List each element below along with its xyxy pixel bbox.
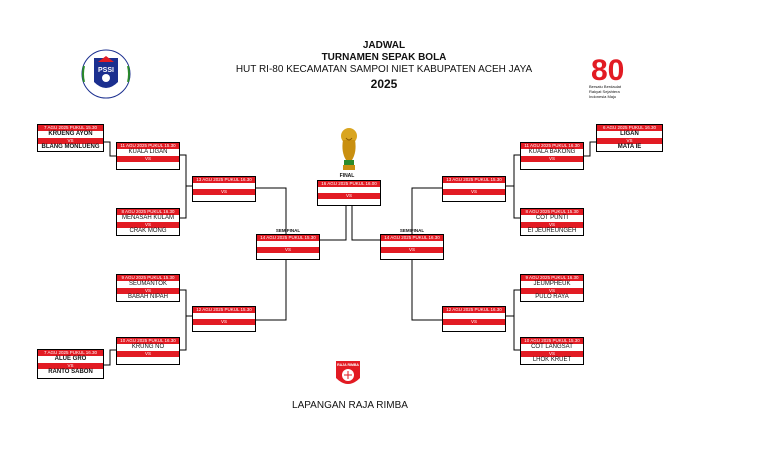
match-date: 8 AGU 2025 PUKUL 15.30 (521, 209, 583, 215)
vs-label: VS (318, 193, 380, 199)
match-date: 14 AGU 2025 PUKUL 16.30 (381, 235, 443, 241)
raja-rimba-logo-icon: RAJA RIMBA (336, 361, 360, 384)
trophy-icon (341, 128, 357, 170)
team-away: PULO RAYA (535, 294, 569, 300)
vs-label: VS (443, 319, 505, 325)
match-date: 11 AGU 2025 PUKUL 15.30 (117, 143, 179, 149)
match-date: 13 AGU 2025 PUKUL 15.30 (443, 177, 505, 183)
team-home: KRUENG AYON (48, 131, 93, 137)
match-date: 9 AGU 2025 PUKUL 16.30 (521, 275, 583, 281)
vs-label: VS (257, 247, 319, 253)
vs-label: VS (38, 363, 103, 369)
match-right-r1-top: 6 AGU 2025 PUKUL 16.30 LIGAN VS MATA IE (596, 124, 663, 152)
team-away: BABAH NIPAH (128, 294, 168, 300)
team-home: JEUMPHEUK (533, 281, 571, 287)
hut-80-tagline: Bersatu Berdaulat Rakyat Sejahtera Indon… (589, 84, 621, 99)
match-left-r2-4: 10 AGU 2025 PUKUL 16.30 KRUNG NO VS (116, 337, 180, 365)
team-away: LHOK KRUET (532, 357, 572, 363)
match-date: 8 AGU 2025 PUKUL 16.30 (117, 209, 179, 215)
match-date: 7 AGU 2025 PUKUL 15.30 (38, 125, 103, 131)
pssi-logo-icon: PSSI (81, 49, 131, 99)
match-date: 16 AGU 2025 PUKUL 16.00 (318, 181, 380, 187)
match-right-r2-4: 10 AGU 2025 PUKUL 15.30 COT LANGSAT VS L… (520, 337, 584, 365)
match-left-qf-bottom: 12 AGU 2025 PUKUL 15.30 VS (192, 306, 256, 332)
vs-label: VS (521, 288, 583, 294)
match-date: 10 AGU 2025 PUKUL 15.30 (521, 338, 583, 344)
vs-label: VS (521, 351, 583, 357)
vs-label: VS (193, 319, 255, 325)
semifinal-right-label: SEMIFINAL (399, 228, 425, 233)
match-left-r1-top: 7 AGU 2025 PUKUL 15.30 KRUENG AYON VS BL… (37, 124, 104, 152)
team-home: ALUE GRO (54, 356, 87, 362)
match-right-qf-bottom: 12 AGU 2025 PUKUL 16.30 VS (442, 306, 506, 332)
venue-name: LAPANGAN RAJA RIMBA (292, 400, 408, 411)
hut-ri-80-logo-icon: 80 (591, 54, 624, 87)
team-away: RANTO SABON (48, 369, 93, 375)
match-left-sf: 14 AGU 2025 PUKUL 15.30 VS (256, 234, 320, 260)
team-away: EI JEUREUNGEH (527, 228, 577, 234)
header-title: JADWAL (362, 40, 406, 51)
vs-label: VS (117, 351, 179, 357)
pssi-logo-text: PSSI (98, 67, 114, 74)
team-away: MATA IE (617, 144, 642, 150)
semifinal-left-label: SEMIFINAL (275, 228, 301, 233)
team-away (117, 162, 179, 169)
header-subtitle: TURNAMEN SEPAK BOLA (321, 52, 447, 63)
match-right-r2-1: 11 AGU 2025 PUKUL 16.30 KUALA BAKONG VS (520, 142, 584, 170)
match-date: 12 AGU 2025 PUKUL 15.30 (193, 307, 255, 313)
match-date: 9 AGU 2025 PUKUL 15.30 (117, 275, 179, 281)
vs-label: VS (521, 222, 583, 228)
match-date: 6 AGU 2025 PUKUL 16.30 (597, 125, 662, 131)
team-away (521, 162, 583, 169)
match-left-qf-top: 13 AGU 2025 PUKUL 16.30 VS (192, 176, 256, 202)
vs-label: VS (38, 138, 103, 144)
match-date: 10 AGU 2025 PUKUL 16.30 (117, 338, 179, 344)
tagline-2: Rakyat Sejahtera (589, 89, 620, 94)
match-date: 12 AGU 2025 PUKUL 16.30 (443, 307, 505, 313)
final-label: FINAL (339, 173, 355, 179)
hut-80-number: 80 (591, 54, 624, 87)
header-location: HUT RI-80 KECAMATAN SAMPOI NIET KABUPATE… (235, 64, 533, 75)
vs-label: VS (117, 156, 179, 162)
match-date: 11 AGU 2025 PUKUL 16.30 (521, 143, 583, 149)
team-home: MENASAH KULAM (121, 215, 174, 221)
match-right-r2-2: 8 AGU 2025 PUKUL 15.30 COT PUNTI VS EI J… (520, 208, 584, 236)
team-away (117, 357, 179, 364)
team-home: COT PUNTI (535, 215, 569, 221)
team-home: COT LANGSAT (531, 344, 573, 350)
match-date: 13 AGU 2025 PUKUL 16.30 (193, 177, 255, 183)
match-right-qf-top: 13 AGU 2025 PUKUL 15.30 VS (442, 176, 506, 202)
team-home: KUALA LIGAN (128, 149, 168, 155)
match-left-r1-bottom: 7 AGU 2025 PUKUL 16.30 ALUE GRO VS RANTO… (37, 349, 104, 379)
team-home: SEUMANTOK (129, 281, 167, 287)
venue-logo-text: RAJA RIMBA (337, 363, 359, 367)
vs-label: VS (117, 288, 179, 294)
match-final: 16 AGU 2025 PUKUL 16.00 VS (317, 180, 381, 206)
vs-label: VS (443, 189, 505, 195)
vs-label: VS (117, 222, 179, 228)
vs-label: VS (597, 138, 662, 144)
team-away: CRAK MONG (129, 228, 167, 234)
team-home: KRUNG NO (131, 344, 165, 350)
team-away: BLANG MONLUENG (41, 144, 100, 150)
match-left-r2-2: 8 AGU 2025 PUKUL 16.30 MENASAH KULAM VS … (116, 208, 180, 236)
header-year: 2025 (370, 77, 398, 91)
tagline-1: Bersatu Berdaulat (589, 84, 622, 89)
team-home: KUALA BAKONG (528, 149, 576, 155)
tagline-3: Indonesia Maju (589, 94, 617, 99)
team-home: LIGAN (620, 131, 639, 137)
match-right-r2-3: 9 AGU 2025 PUKUL 16.30 JEUMPHEUK VS PULO… (520, 274, 584, 302)
match-date: 14 AGU 2025 PUKUL 15.30 (257, 235, 319, 241)
match-left-r2-3: 9 AGU 2025 PUKUL 15.30 SEUMANTOK VS BABA… (116, 274, 180, 302)
vs-label: VS (521, 156, 583, 162)
match-date: 7 AGU 2025 PUKUL 16.30 (38, 350, 103, 356)
vs-label: VS (193, 189, 255, 195)
match-left-r2-1: 11 AGU 2025 PUKUL 15.30 KUALA LIGAN VS (116, 142, 180, 170)
match-right-sf: 14 AGU 2025 PUKUL 16.30 VS (380, 234, 444, 260)
vs-label: VS (381, 247, 443, 253)
